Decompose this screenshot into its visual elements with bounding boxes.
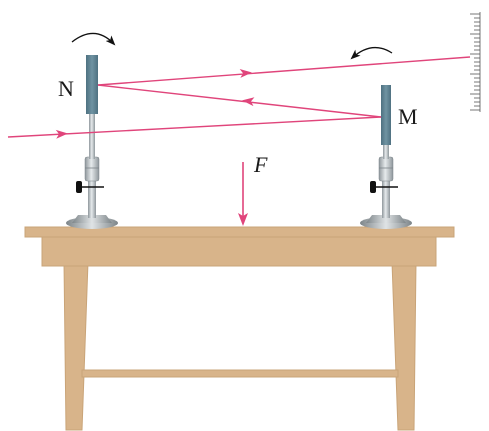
table <box>24 226 455 431</box>
stand-m-lower-rod <box>382 180 390 218</box>
ray-n-to-scale <box>97 56 471 86</box>
table-stretcher <box>81 369 399 378</box>
stand-m-clamp <box>378 156 394 182</box>
stand-m <box>360 85 412 229</box>
label-mirror-n: N <box>58 76 74 101</box>
screw-knob-icon <box>370 181 398 193</box>
ruler-scale-icon <box>470 12 481 112</box>
force-arrow <box>238 162 248 226</box>
ray-incoming <box>7 116 382 138</box>
stand-n-lower-rod <box>88 180 96 218</box>
label-mirror-m: M <box>398 104 418 129</box>
curved-arrow-icon <box>350 46 393 60</box>
curved-arrow-icon <box>71 32 116 46</box>
stand-n-upper-rod <box>89 113 95 159</box>
ray-incoming-arrow <box>55 129 68 139</box>
light-path <box>7 56 471 138</box>
screw-knob-icon <box>76 181 104 193</box>
stand-n <box>66 55 118 229</box>
ray-m-to-n <box>97 84 382 118</box>
mirror-n <box>86 55 98 114</box>
label-force: F <box>253 152 268 177</box>
ray-n-to-scale-arrow <box>239 68 252 78</box>
stand-m-upper-rod <box>383 143 389 159</box>
table-apron <box>41 235 437 267</box>
table-leg-right <box>391 261 417 431</box>
mirror-m <box>381 85 391 145</box>
ray-m-to-n-arrow <box>242 97 255 107</box>
table-leg-left <box>63 261 89 431</box>
stand-n-clamp <box>84 156 100 182</box>
ray-arrowheads <box>55 68 255 139</box>
table-top <box>24 226 455 238</box>
